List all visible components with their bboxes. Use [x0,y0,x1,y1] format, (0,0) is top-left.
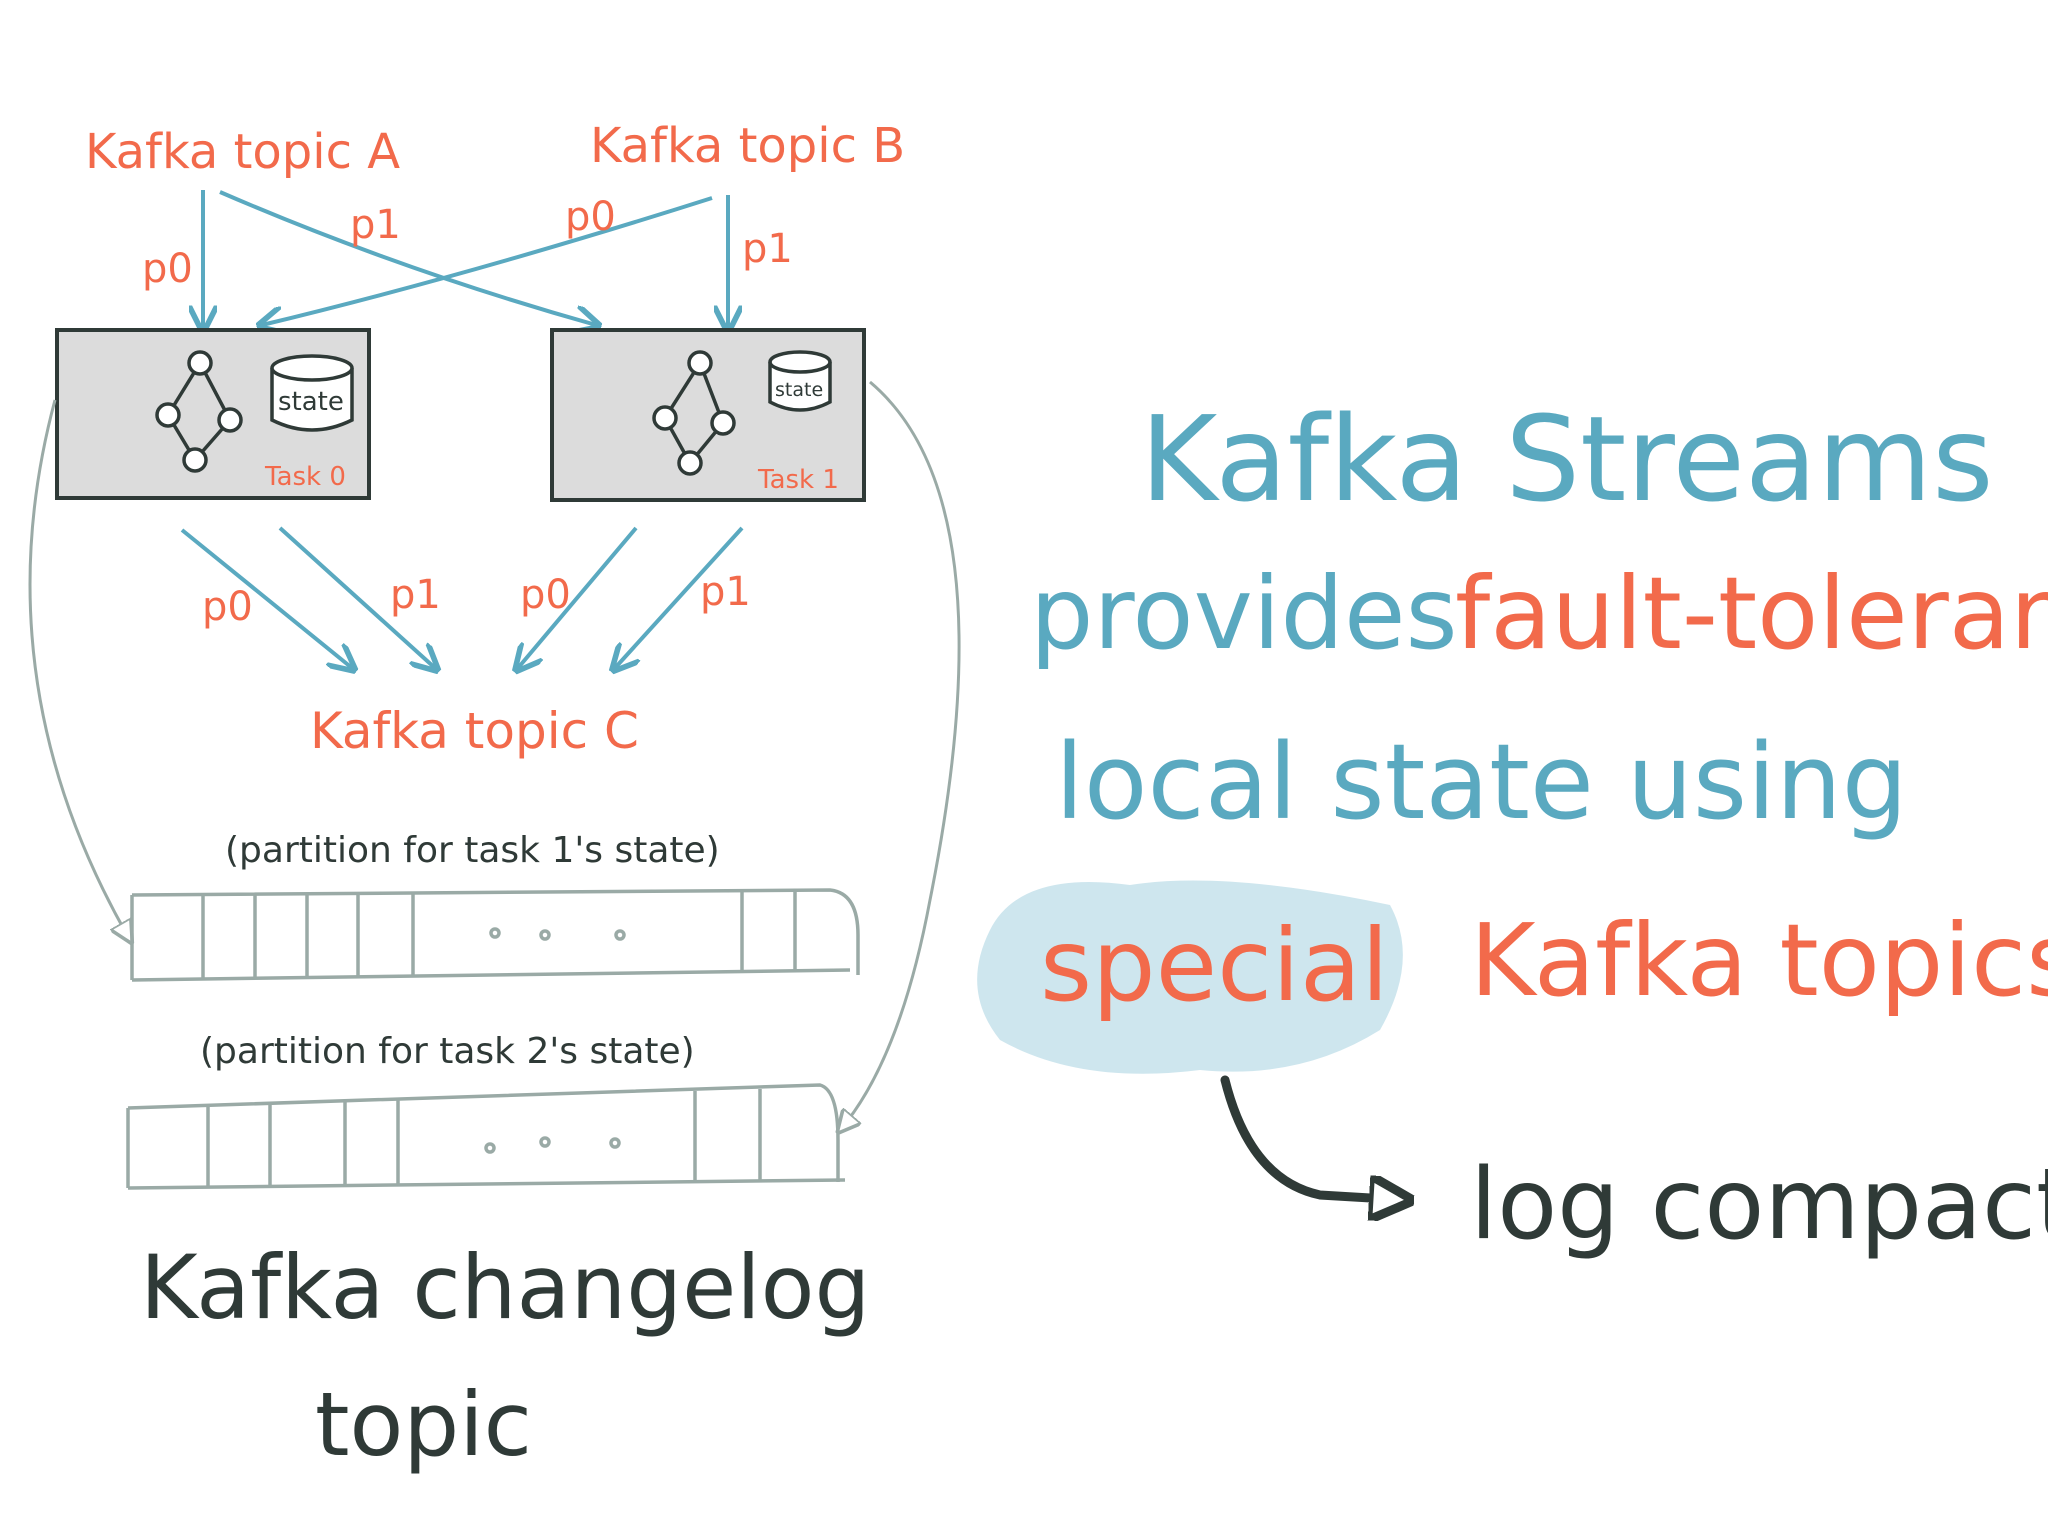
edge-t0-p1-label: p1 [390,572,441,618]
edge-b-p0 [262,196,713,325]
task-1-store-label: state [775,379,823,401]
statement-line-4a: special [1040,907,1389,1024]
task-0-box: state Task 0 [55,328,371,500]
topic-c-label: Kafka topic C [310,702,639,760]
edge-t0-p0 [180,528,352,668]
edge-a-p1-label: p1 [350,202,401,248]
statement-line-1: Kafka Streams [1140,390,1994,528]
partition-1-log [130,888,860,982]
statement-line-4b: Kafka topics [1470,902,2048,1019]
edge-a-p0-label: p0 [142,246,193,292]
arrow-to-log-compaction [1220,1075,1405,1200]
topic-a-label: Kafka topic A [85,124,400,180]
task-0-label: Task 0 [264,462,346,492]
edges-bottom [180,526,744,668]
statement-line-2a: provides [1030,555,1458,672]
edge-t1-p1-label: p1 [700,569,751,615]
changelog-title-line-2: topic [315,1373,532,1476]
special-highlight [977,880,1403,1074]
edge-t0-p0-label: p0 [202,584,253,630]
edge-t0-p1 [278,526,435,668]
edge-t1-p0-label: p0 [520,572,571,618]
topic-b-label: Kafka topic B [590,118,905,174]
edge-b-p0-label: p0 [565,194,616,240]
partition-1-label: (partition for task 1's state) [225,830,720,871]
topology-icon [155,350,243,473]
statement-line-2b: fault-tolerant [1455,555,2048,672]
partition-2-label: (partition for task 2's state) [200,1031,695,1072]
edge-t1-p1 [615,526,744,668]
edges-top [203,190,728,328]
task-1-label: Task 1 [757,465,839,495]
topology-icon [652,350,736,476]
state-store-icon [270,354,354,432]
log-compaction-label: log compaction [1470,1148,2048,1262]
changelog-arrow-task-1 [840,380,961,1130]
task-1-box: state Task 1 [550,328,866,502]
changelog-arrow-task-0 [28,399,130,940]
task-0-store-label: state [278,387,344,417]
edge-a-p1 [219,190,596,325]
partition-2-log [126,1083,846,1190]
changelog-title-line-1: Kafka changelog [140,1236,870,1339]
state-store-icon [768,350,832,412]
edge-b-p1-label: p1 [742,226,793,272]
statement-line-3: local state using [1055,721,1908,843]
edge-t1-p0 [518,526,638,668]
